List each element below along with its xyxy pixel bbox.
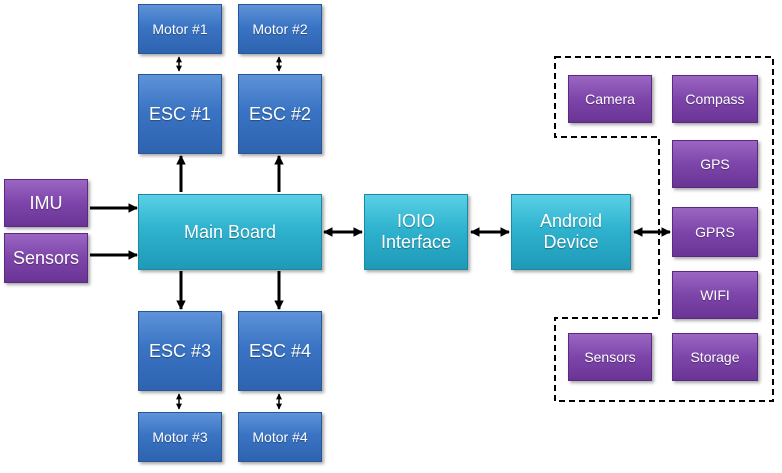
motor-4-box: Motor #4 bbox=[238, 412, 322, 462]
main-board-box: Main Board bbox=[138, 194, 322, 270]
compass-module-box: Compass bbox=[672, 75, 758, 123]
esc-1-label: ESC #1 bbox=[148, 103, 212, 124]
motor-3-box: Motor #3 bbox=[138, 412, 222, 462]
motor-4-label: Motor #4 bbox=[252, 428, 308, 445]
esc-2-label: ESC #2 bbox=[248, 103, 312, 124]
android-device-label: Android Device bbox=[539, 211, 603, 252]
gps-module-label: GPS bbox=[700, 155, 730, 172]
camera-module-box: Camera bbox=[568, 75, 652, 123]
gprs-module-label: GPRS bbox=[695, 223, 735, 240]
storage-module-box: Storage bbox=[672, 333, 758, 381]
gps-module-box: GPS bbox=[672, 140, 758, 188]
ioio-interface-label: IOIO Interface bbox=[380, 211, 452, 252]
motor-1-label: Motor #1 bbox=[152, 20, 208, 37]
sensors-module-box: Sensors bbox=[568, 333, 652, 381]
sensors-input-box: Sensors bbox=[4, 233, 88, 283]
wifi-module-label: WIFI bbox=[700, 286, 730, 303]
camera-module-label: Camera bbox=[585, 90, 635, 107]
motor-1-box: Motor #1 bbox=[138, 4, 222, 54]
compass-module-label: Compass bbox=[685, 90, 745, 107]
esc-3-label: ESC #3 bbox=[148, 340, 212, 361]
wifi-module-box: WIFI bbox=[672, 271, 758, 319]
esc-3-box: ESC #3 bbox=[138, 311, 222, 391]
android-module-group-outline bbox=[554, 56, 774, 402]
sensors-input-label: Sensors bbox=[12, 247, 80, 268]
esc-1-box: ESC #1 bbox=[138, 74, 222, 154]
main-board-label: Main Board bbox=[183, 221, 277, 242]
esc-4-label: ESC #4 bbox=[248, 340, 312, 361]
motor-2-box: Motor #2 bbox=[238, 4, 322, 54]
esc-2-box: ESC #2 bbox=[238, 74, 322, 154]
imu-label: IMU bbox=[29, 192, 63, 213]
sensors-module-label: Sensors bbox=[584, 348, 636, 365]
motor-3-label: Motor #3 bbox=[152, 428, 208, 445]
storage-module-label: Storage bbox=[690, 348, 740, 365]
android-device-box: Android Device bbox=[511, 194, 631, 270]
motor-2-label: Motor #2 bbox=[252, 20, 308, 37]
imu-box: IMU bbox=[4, 179, 88, 227]
gprs-module-box: GPRS bbox=[672, 207, 758, 257]
ioio-interface-box: IOIO Interface bbox=[364, 194, 468, 270]
esc-4-box: ESC #4 bbox=[238, 311, 322, 391]
